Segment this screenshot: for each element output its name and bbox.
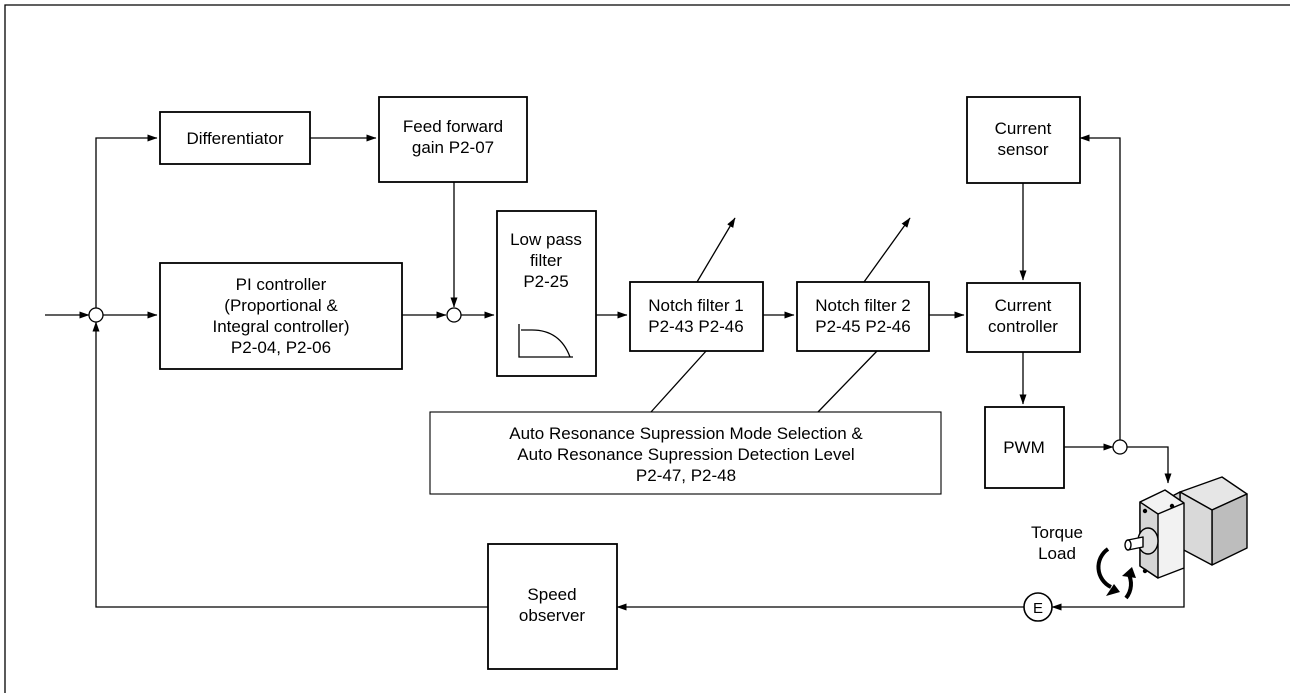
auto-resonance-label-line: P2-47, P2-48 <box>636 466 736 485</box>
feed-forward-block <box>378 96 528 183</box>
notch-filter-1-label-line: P2-43 P2-46 <box>648 317 743 336</box>
pi-controller-label-line: PI controller <box>236 275 327 294</box>
current-controller-label: Current controller <box>988 296 1058 336</box>
pwm-block <box>984 406 1065 489</box>
low-pass-filter-label-line: Low pass <box>510 230 582 249</box>
pi-controller-label-line: (Proportional & <box>224 296 338 315</box>
low-pass-filter-block <box>496 210 597 377</box>
feed-forward-label: Feed forward gain P2-07 <box>403 117 503 157</box>
feed-forward-label-line: Feed forward <box>403 117 503 136</box>
torque-load-label-line: Torque <box>1031 523 1083 542</box>
encoder-label: E <box>1033 600 1043 617</box>
current-controller-label-line: controller <box>988 317 1058 336</box>
current-sensor-block <box>966 96 1081 184</box>
differentiator-label: Differentiator <box>186 129 283 148</box>
connections <box>45 134 1185 611</box>
pi-controller-label-line: Integral controller) <box>212 317 349 336</box>
page-frame <box>4 4 1290 693</box>
current-sensor-label-line: Current <box>995 119 1052 138</box>
auto-resonance-label: Auto Resonance Supression Mode Selection… <box>509 424 863 485</box>
current-sensor-label: Current sensor <box>995 119 1052 159</box>
notch-filter-2-block <box>796 281 930 352</box>
pi-controller-label: PI controller (Proportional & Integral con… <box>212 275 349 357</box>
pi-controller-label-line: P2-04, P2-06 <box>231 338 331 357</box>
differentiator-label-line: Differentiator <box>186 129 283 148</box>
notch-filter-2-label-line: Notch filter 2 <box>815 296 910 315</box>
current-controller-block <box>966 282 1081 353</box>
current-sensor-label-line: sensor <box>997 140 1048 159</box>
notch-filter-1-label: Notch filter 1 P2-43 P2-46 <box>648 296 743 336</box>
speed-observer-label: Speed observer <box>519 585 585 625</box>
auto-resonance-label-line: Auto Resonance Supression Detection Leve… <box>517 445 854 464</box>
feed-forward-label-line: gain P2-07 <box>412 138 494 157</box>
summing-junction-feedforward <box>446 307 462 323</box>
speed-observer-label-line: observer <box>519 606 585 625</box>
torque-load-label-line: Load <box>1038 544 1076 563</box>
pi-controller-block <box>159 262 403 370</box>
speed-observer-label-line: Speed <box>527 585 576 604</box>
pwm-label-line: PWM <box>1003 438 1045 457</box>
auto-resonance-block <box>429 411 942 495</box>
notch-filter-2-label-line: P2-45 P2-46 <box>815 317 910 336</box>
notch-filter-1-block <box>629 281 764 352</box>
notch-filter-2-label: Notch filter 2 P2-45 P2-46 <box>815 296 910 336</box>
notch-filter-1-label-line: Notch filter 1 <box>648 296 743 315</box>
low-pass-filter-label-line: P2-25 <box>523 272 568 291</box>
rotation-arrows-icon <box>1096 547 1136 600</box>
speed-observer-block <box>487 543 618 670</box>
servo-motor-icon <box>1124 476 1248 579</box>
differentiator-block <box>159 111 311 165</box>
summing-junction-input <box>88 307 104 323</box>
encoder-icon <box>1023 592 1053 622</box>
auto-resonance-label-line: Auto Resonance Supression Mode Selection… <box>509 424 863 443</box>
summing-junction-output <box>1112 439 1128 455</box>
current-controller-label-line: Current <box>995 296 1052 315</box>
low-pass-response-icon <box>518 324 573 358</box>
pwm-label: PWM <box>1003 438 1045 457</box>
low-pass-filter-label-line: filter <box>530 251 562 270</box>
